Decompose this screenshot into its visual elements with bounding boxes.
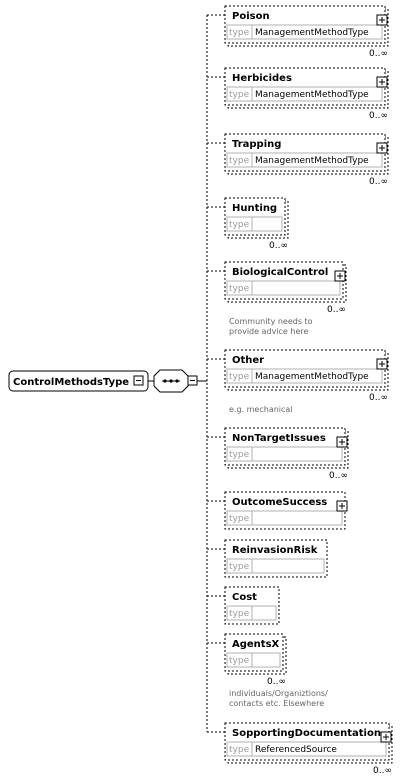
root-collapse-icon[interactable] xyxy=(133,375,144,386)
type-label: type xyxy=(229,514,250,524)
element-node-sopporting-documentation[interactable]: SopportingDocumentation type ReferencedSou… xyxy=(224,722,393,776)
type-value: ManagementMethodType xyxy=(255,372,369,382)
element-name: Trapping xyxy=(232,139,281,150)
cardinality-label: 0..∞ xyxy=(369,393,388,403)
type-value-cell xyxy=(251,368,383,384)
documentation-text: Community needs to xyxy=(229,317,313,326)
element-node-agents--x[interactable]: AgentsX type 0..∞ individuals/Organiztions/… xyxy=(224,633,328,708)
element-name: Hunting xyxy=(232,203,277,214)
documentation-text: e.g. mechanical xyxy=(229,405,293,414)
sequence-compositor-node[interactable] xyxy=(153,369,189,393)
type-label: type xyxy=(229,656,250,666)
type-value: ManagementMethodType xyxy=(255,28,369,38)
element-name: AgentsX xyxy=(232,639,280,650)
type-label: type xyxy=(229,372,250,382)
type-value-cell xyxy=(251,86,383,102)
element-node-trapping[interactable]: Trapping type ManagementMethodType 0..∞ xyxy=(224,133,389,187)
element-name: Other xyxy=(232,355,264,366)
type-label: type xyxy=(229,90,250,100)
expand-icon[interactable] xyxy=(336,436,348,448)
type-label: type xyxy=(229,562,250,572)
documentation-text: contacts etc. Elsewhere xyxy=(229,699,324,708)
type-value-cell xyxy=(251,510,343,526)
element-name: BiologicalControl xyxy=(232,267,328,278)
type-label: type xyxy=(229,220,250,230)
element-name: Herbicides xyxy=(232,73,292,84)
cardinality-label: 0..∞ xyxy=(369,111,388,121)
type-label: type xyxy=(229,156,250,166)
type-value-cell xyxy=(251,446,343,462)
root-element-node[interactable]: ControlMethodsType xyxy=(8,370,149,392)
cardinality-label: 0..∞ xyxy=(327,305,346,315)
element-node-hunting[interactable]: Hunting type 0..∞ xyxy=(224,197,289,251)
element-node-poison[interactable]: Poison type ManagementMethodType 0..∞ xyxy=(224,5,389,59)
cardinality-label: 0..∞ xyxy=(369,49,388,59)
cardinality-label: 0..∞ xyxy=(269,241,288,251)
expand-icon[interactable] xyxy=(336,500,348,512)
sequence-icon xyxy=(162,379,180,383)
type-value-cell xyxy=(251,605,277,621)
root-element-label: ControlMethodsType xyxy=(13,377,129,388)
element-name: Poison xyxy=(232,11,270,22)
element-name: Cost xyxy=(232,592,257,603)
type-value-cell xyxy=(251,280,341,296)
expand-icon[interactable] xyxy=(376,76,388,88)
element-node-biological-control[interactable]: BiologicalControl type 0..∞ Community needs… xyxy=(224,261,347,336)
element-name: NonTargetIssues xyxy=(232,433,326,444)
element-node-outcome-success[interactable]: OutcomeSuccess type xyxy=(224,491,348,530)
type-value: ManagementMethodType xyxy=(255,156,369,166)
expand-icon[interactable] xyxy=(334,270,346,282)
element-name: SopportingDocumentation xyxy=(232,728,381,739)
documentation-text: individuals/Organiztions/ xyxy=(229,689,328,698)
type-value-cell xyxy=(251,652,281,668)
expand-icon[interactable] xyxy=(376,14,388,26)
sequence-collapse-icon[interactable] xyxy=(187,375,198,386)
type-label: type xyxy=(229,28,250,38)
expand-icon[interactable] xyxy=(380,731,392,743)
element-node-cost[interactable]: Cost type xyxy=(224,586,280,625)
element-node-herbicides[interactable]: Herbicides type ManagementMethodType 0..∞ xyxy=(224,67,389,121)
cardinality-label: 0..∞ xyxy=(329,471,348,481)
type-value-cell xyxy=(251,152,383,168)
cardinality-label: 0..∞ xyxy=(267,677,286,687)
element-node-reinvasion-risk[interactable]: ReinvasionRisk type xyxy=(224,539,328,578)
type-value: ReferencedSource xyxy=(255,745,337,755)
type-value: ManagementMethodType xyxy=(255,90,369,100)
element-name: OutcomeSuccess xyxy=(232,497,327,508)
element-name: ReinvasionRisk xyxy=(232,545,318,556)
documentation-text: provide advice here xyxy=(229,327,308,336)
type-label: type xyxy=(229,609,250,619)
cardinality-label: 0..∞ xyxy=(369,177,388,187)
type-label: type xyxy=(229,284,250,294)
cardinality-label: 0..∞ xyxy=(373,766,392,776)
connector-lines xyxy=(143,14,225,733)
type-value-cell xyxy=(251,558,325,574)
type-value-cell xyxy=(251,216,283,232)
expand-icon[interactable] xyxy=(376,358,388,370)
type-value-cell xyxy=(251,741,387,757)
type-label: type xyxy=(229,450,250,460)
type-value-cell xyxy=(251,24,383,40)
element-node-non-target-issues[interactable]: NonTargetIssues type 0..∞ xyxy=(224,427,349,481)
element-node-other[interactable]: Other type ManagementMethodType 0..∞ e.g. me… xyxy=(224,349,389,414)
type-label: type xyxy=(229,745,250,755)
expand-icon[interactable] xyxy=(376,142,388,154)
